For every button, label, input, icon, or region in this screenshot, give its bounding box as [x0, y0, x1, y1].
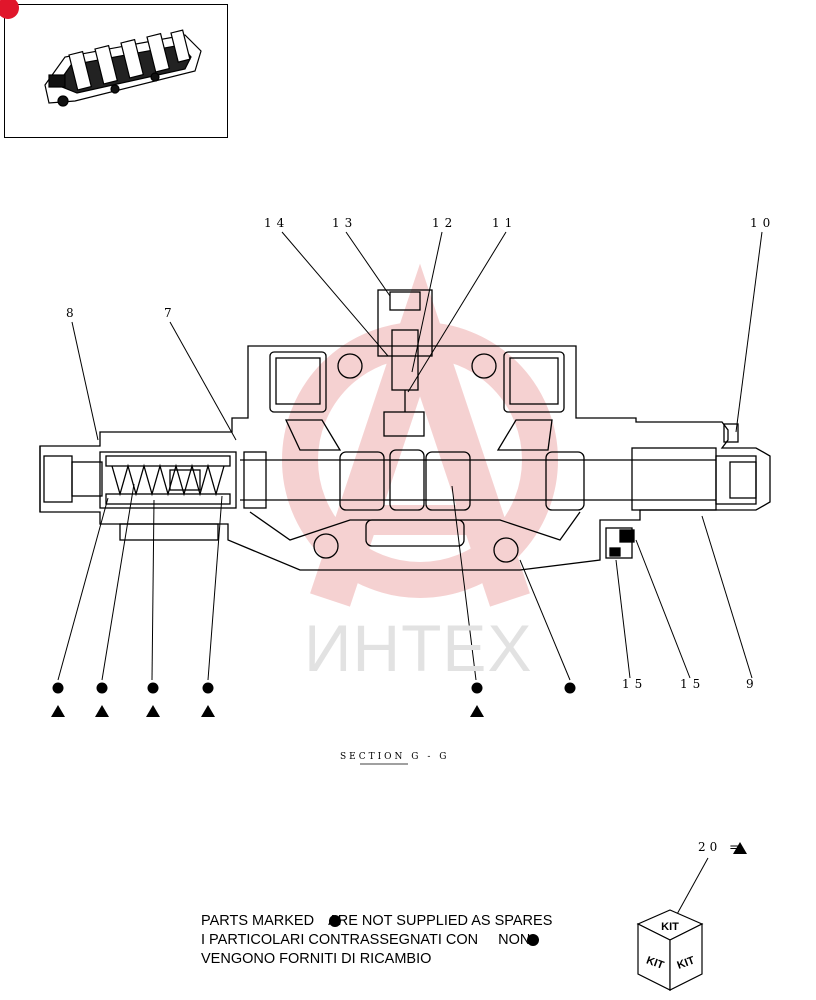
leader-lines	[57, 231, 763, 681]
dot-marker	[564, 682, 576, 694]
kit-leader	[675, 857, 709, 917]
notes-dot-marker	[527, 934, 539, 946]
note-line-1: PARTS MARKED ARE NOT SUPPLIED AS SPARES	[201, 912, 552, 931]
notes-dot-marker	[329, 915, 341, 927]
dot-marker	[147, 682, 159, 694]
kit-right-label: KIT	[676, 954, 697, 971]
watermark-text: ИНТЕХ	[304, 611, 533, 685]
callout-8[interactable]: 8	[66, 306, 79, 320]
kit-legend: 20 =	[698, 840, 744, 854]
triangle-marker	[95, 705, 109, 717]
kit-top-label: KIT	[661, 921, 679, 933]
triangle-marker	[51, 705, 65, 717]
thumbnail-frame[interactable]	[0, 0, 228, 138]
callout-14[interactable]: 14	[264, 216, 290, 230]
note-line-2: I PARTICOLARI CONTRASSEGNATI CON NON	[201, 931, 552, 950]
triangle-marker	[146, 705, 160, 717]
note-line-2-a: I PARTICOLARI CONTRASSEGNATI CON	[201, 932, 479, 948]
kit-left-label: KIT	[645, 955, 666, 972]
dot-marker	[471, 682, 483, 694]
valve-assembly-thumbnail	[44, 29, 202, 107]
triangle-marker	[201, 705, 215, 717]
note-line-2-b: NON	[498, 932, 531, 948]
callout-12[interactable]: 12	[432, 216, 458, 230]
note-line-1-b: ARE NOT SUPPLIED AS SPARES	[328, 913, 553, 929]
dot-marker	[52, 682, 64, 694]
triangle-marker	[470, 705, 484, 717]
note-line-1-a: PARTS MARKED	[201, 913, 315, 929]
callout-13[interactable]: 13	[332, 216, 358, 230]
marker-row	[51, 682, 576, 717]
valve-body-outline	[39, 289, 771, 571]
callout-15-left[interactable]: 15	[622, 677, 648, 691]
dot-marker	[202, 682, 214, 694]
spares-note: PARTS MARKED ARE NOT SUPPLIED AS SPARES I…	[201, 912, 552, 969]
note-line-3: VENGONO FORNITI DI RICAMBIO	[201, 951, 432, 967]
kit-cube-icon	[636, 909, 704, 991]
legend-triangle	[733, 842, 747, 854]
section-title: SECTION G - G	[340, 752, 450, 762]
callout-10[interactable]: 10	[750, 216, 776, 230]
corner-marker	[0, 0, 19, 19]
callout-7[interactable]: 7	[164, 306, 177, 320]
callout-15-right[interactable]: 15	[680, 677, 706, 691]
callout-9[interactable]: 9	[746, 677, 759, 691]
callout-11[interactable]: 11	[492, 216, 518, 230]
dot-marker	[96, 682, 108, 694]
